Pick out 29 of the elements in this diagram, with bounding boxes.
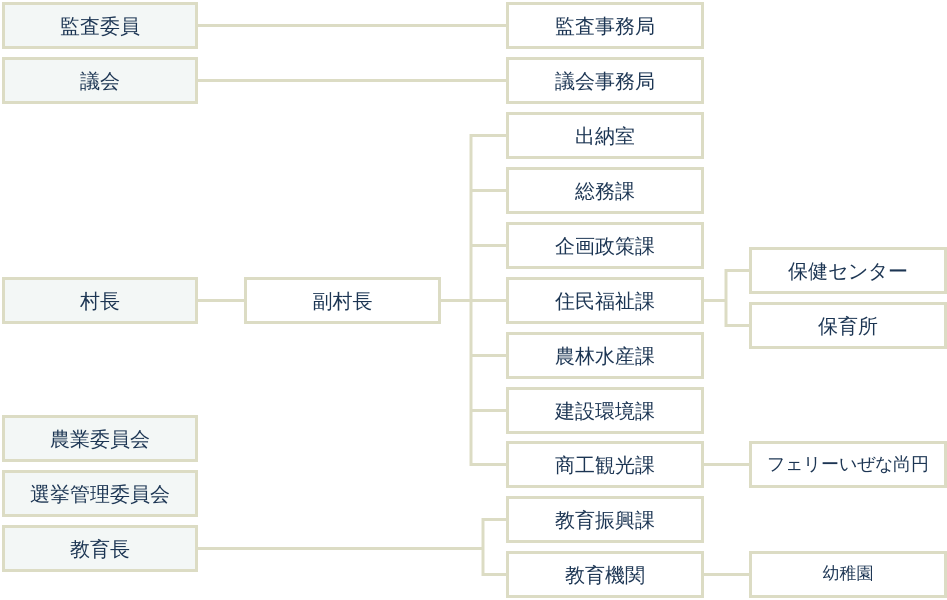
connector-line: [704, 573, 749, 576]
org-box: 村長: [2, 277, 198, 324]
org-box: 教育機関: [506, 551, 704, 598]
org-box: 保育所: [749, 302, 947, 349]
connector-line: [198, 24, 506, 27]
org-box: 住民福祉課: [506, 277, 704, 324]
connector-line: [198, 547, 506, 576]
org-box: 教育長: [2, 525, 198, 572]
org-box: 農林水産課: [506, 332, 704, 379]
org-box: フェリーいぜな尚円: [749, 441, 947, 488]
org-box: 監査事務局: [506, 2, 704, 49]
org-box: 保健センター: [749, 247, 947, 294]
org-box: 選挙管理委員会: [2, 470, 198, 517]
org-box: 議会事務局: [506, 57, 704, 104]
org-box: 商工観光課: [506, 441, 704, 488]
connector-line: [704, 463, 749, 466]
org-box: 議会: [2, 57, 198, 104]
org-box: 出納室: [506, 112, 704, 159]
org-box: 建設環境課: [506, 387, 704, 434]
org-box: 教育振興課: [506, 496, 704, 543]
org-box: 総務課: [506, 167, 704, 214]
connector-line: [198, 299, 244, 302]
org-box: 副村長: [244, 277, 441, 324]
org-box: 企画政策課: [506, 222, 704, 269]
connector-line: [704, 299, 749, 327]
connector-line: [198, 79, 506, 82]
org-box: 幼稚園: [749, 551, 947, 598]
org-box: 農業委員会: [2, 415, 198, 462]
org-box: 監査委員: [2, 2, 198, 49]
